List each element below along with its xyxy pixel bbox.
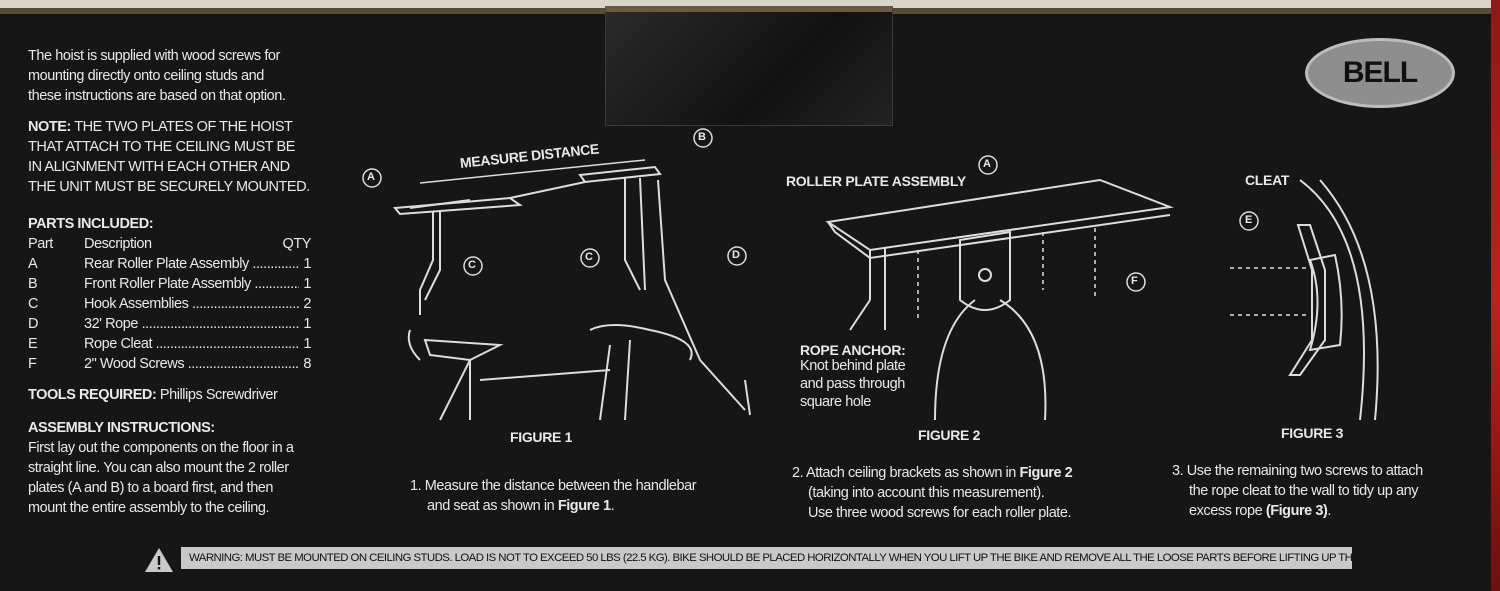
packing-tape	[605, 6, 893, 126]
rope-anchor-title: ROPE ANCHOR:	[800, 342, 906, 358]
warning-banner: WARNING: MUST BE MOUNTED ON CEILING STUD…	[181, 547, 1352, 569]
caption-1-line: 1. Measure the distance between the hand…	[410, 478, 697, 494]
callout-c: C	[468, 259, 476, 271]
figure-3-drawing	[1230, 179, 1379, 421]
figure-1-drawing	[393, 159, 751, 421]
rope-anchor-text: square hole	[800, 394, 871, 410]
parts-row: F2" Wood Screws8	[28, 354, 311, 374]
assembly-line: mount the entire assembly to the ceiling…	[28, 500, 270, 516]
figure-2-drawing	[825, 178, 1174, 421]
caption-3-line: excess rope (Figure 3).	[1189, 503, 1331, 519]
figure-1-label: FIGURE 1	[510, 429, 573, 445]
figure-2-label: FIGURE 2	[918, 427, 981, 443]
rope-anchor-text: Knot behind plate	[800, 358, 906, 374]
assembly-title: ASSEMBLY INSTRUCTIONS:	[28, 420, 215, 436]
note-line: THAT ATTACH TO THE CEILING MUST BE	[28, 139, 295, 155]
note-label: NOTE:	[28, 119, 71, 135]
callout-b: B	[698, 131, 706, 143]
cleat-title: CLEAT	[1245, 172, 1290, 188]
note-line: THE UNIT MUST BE SECURELY MOUNTED.	[28, 179, 310, 195]
caption-1-line: and seat as shown in Figure 1.	[427, 498, 615, 514]
assembly-line: First lay out the components on the floo…	[28, 440, 294, 456]
box-edge	[1491, 0, 1500, 591]
caption-3-line: the rope cleat to the wall to tidy up an…	[1189, 483, 1419, 499]
caption-2-line: (taking into account this measurement).	[808, 485, 1045, 501]
note-line: IN ALIGNMENT WITH EACH OTHER AND	[28, 159, 290, 175]
assembly-line: straight line. You can also mount the 2 …	[28, 460, 289, 476]
caption-2-line: 2. Attach ceiling brackets as shown in F…	[792, 465, 1073, 481]
callout-f: F	[1131, 275, 1138, 287]
callout-a: A	[367, 171, 375, 183]
assembly-line: plates (A and B) to a board first, and t…	[28, 480, 274, 496]
tools-required: TOOLS REQUIRED: Phillips Screwdriver	[28, 387, 278, 403]
rope-anchor-text: and pass through	[800, 376, 905, 392]
note-line: NOTE: THE TWO PLATES OF THE HOIST	[28, 119, 293, 135]
figure-3-label: FIGURE 3	[1281, 425, 1344, 441]
callout-c: C	[585, 251, 593, 263]
caption-3-line: 3. Use the remaining two screws to attac…	[1172, 463, 1423, 479]
intro-line: these instructions are based on that opt…	[28, 88, 286, 104]
bell-logo: BELL	[1305, 38, 1455, 108]
callout-d: D	[732, 249, 740, 261]
parts-title: PARTS INCLUDED:	[28, 216, 154, 232]
warning-icon	[145, 548, 173, 572]
intro-line: mounting directly onto ceiling studs and	[28, 68, 264, 84]
callout-e: E	[1245, 214, 1253, 226]
callout-a: A	[983, 158, 991, 170]
intro-line: The hoist is supplied with wood screws f…	[28, 48, 280, 64]
parts-row: D32' Rope1	[28, 314, 311, 334]
caption-2-line: Use three wood screws for each roller pl…	[808, 505, 1072, 521]
roller-plate-title: ROLLER PLATE ASSEMBLY	[786, 173, 966, 189]
